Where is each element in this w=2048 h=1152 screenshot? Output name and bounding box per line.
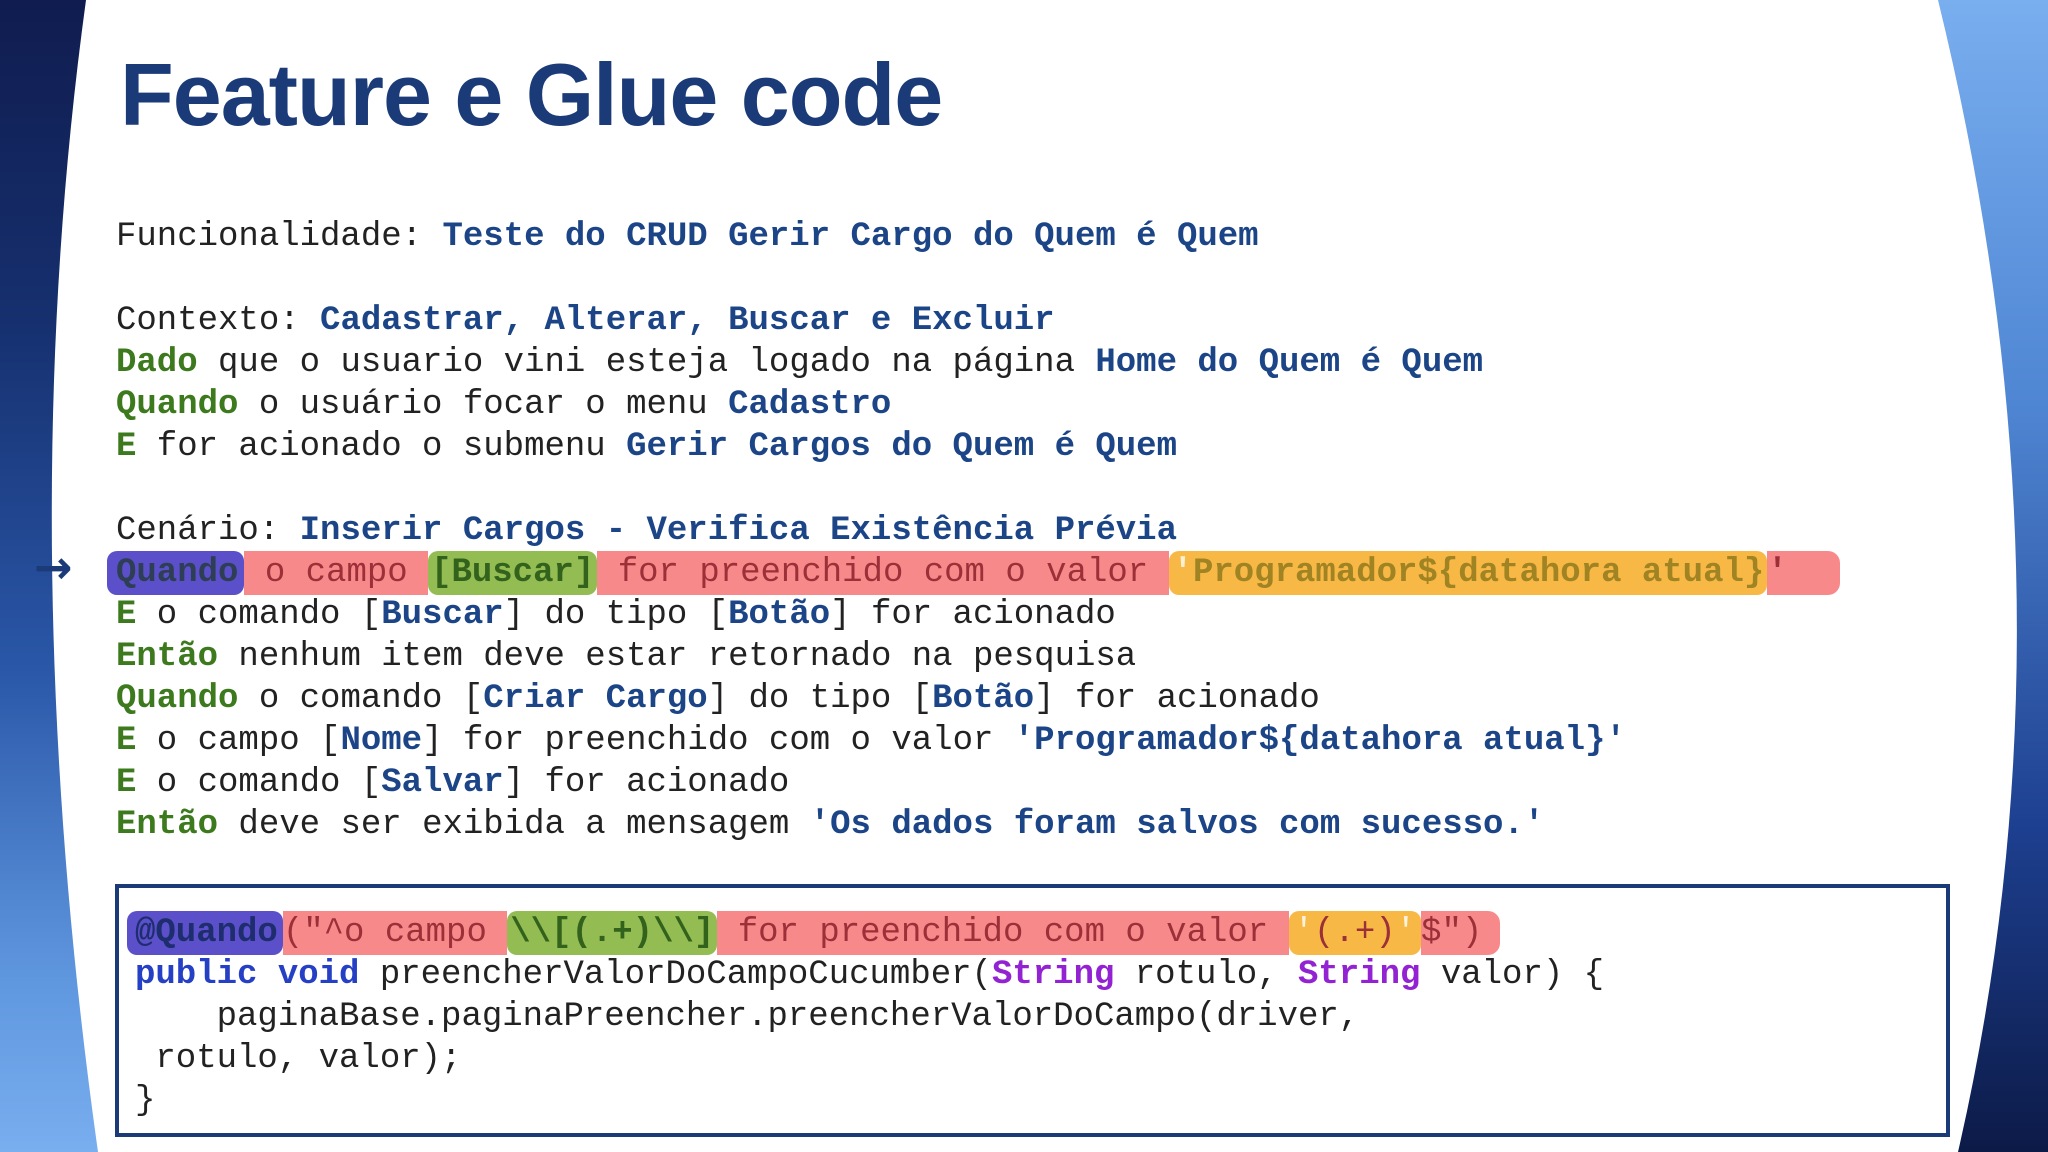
text-segment: o usuário focar o menu (238, 386, 729, 424)
feature-line: E o comando [Salvar] for acionado (116, 762, 1840, 804)
highlight-segment: for preenchido com o valor (717, 911, 1289, 955)
highlight-segment: o campo (244, 551, 429, 595)
highlight-segment: ' (1395, 911, 1422, 955)
text-segment: rotulo, (1114, 956, 1299, 994)
text-segment: Então (116, 638, 219, 676)
highlight-segment: ' (1288, 911, 1315, 955)
highlight-segment: (.+) (1314, 911, 1396, 955)
text-segment: E (116, 722, 137, 760)
text-segment: for acionado o submenu (136, 428, 627, 466)
text-segment: deve ser exibida a mensagem (218, 806, 810, 844)
gherkin-feature-text: Funcionalidade: Teste do CRUD Gerir Carg… (34, 216, 1840, 846)
text-segment: Gerir Cargos do Quem é Quem (626, 428, 1177, 466)
highlight-segment: for preenchido com o valor (597, 551, 1169, 595)
feature-line: Cenário: Inserir Cargos - Verifica Exist… (116, 510, 1840, 552)
text-segment: Cadastro (728, 386, 892, 424)
text-segment: o comando [ (136, 596, 382, 634)
text-segment: valor) { (1420, 956, 1605, 994)
text-segment: o comando [ (136, 764, 382, 802)
page-title: Feature e Glue code (120, 45, 943, 144)
feature-line: →Quando o campo [Buscar] for preenchido … (34, 544, 1840, 595)
text-segment: ] do tipo [ (503, 596, 729, 634)
code-line: rotulo, valor); (135, 1038, 1946, 1080)
feature-line: Dado que o usuario vini esteja logado na… (116, 342, 1840, 384)
text-segment: o comando [ (238, 680, 484, 718)
text-segment: Buscar (381, 596, 504, 634)
text-segment: que o usuario vini esteja logado na pági… (197, 344, 1096, 382)
highlight-segment: [Buscar] (428, 551, 598, 595)
code-line: } (135, 1080, 1946, 1122)
feature-line: Quando o comando [Criar Cargo] do tipo [… (116, 678, 1840, 720)
highlight-segment: ' (1168, 551, 1193, 595)
text-segment: Botão (932, 680, 1035, 718)
text-segment: Botão (728, 596, 831, 634)
text-segment: ] do tipo [ (707, 680, 933, 718)
feature-line: E o comando [Buscar] do tipo [Botão] for… (116, 594, 1840, 636)
arrow-icon: → (34, 540, 73, 594)
highlight-segment: ' (1767, 551, 1840, 595)
highlight-segment: Programador${datahora atual} (1193, 551, 1768, 595)
text-segment: Salvar (381, 764, 504, 802)
text-segment: E (116, 764, 137, 802)
text-segment: paginaBase.paginaPreencher.preencherValo… (135, 998, 1360, 1036)
feature-line: Então nenhum item deve estar retornado n… (116, 636, 1840, 678)
text-segment: Teste do CRUD Gerir Cargo do Quem é Quem (442, 218, 1259, 256)
feature-line: Contexto: Cadastrar, Alterar, Buscar e E… (116, 300, 1840, 342)
code-line: paginaBase.paginaPreencher.preencherValo… (135, 996, 1946, 1038)
feature-line: E for acionado o submenu Gerir Cargos do… (116, 426, 1840, 468)
text-segment: Então (116, 806, 219, 844)
glue-code-box: @Quando("^o campo \\[(.+)\\] for preench… (115, 884, 1950, 1137)
text-segment: preencherValorDoCampoCucumber( (359, 956, 992, 994)
highlight-segment: ("^o campo (282, 911, 508, 955)
text-segment: nenhum item deve estar retornado na pesq… (218, 638, 1137, 676)
feature-line: Funcionalidade: Teste do CRUD Gerir Carg… (116, 216, 1840, 258)
text-segment: o campo [ (136, 722, 341, 760)
highlight-segment: \\[(.+)\\] (507, 911, 718, 955)
text-segment: Home do Quem é Quem (1095, 344, 1484, 382)
text-segment: 'Os dados foram salvos com sucesso.' (809, 806, 1545, 844)
text-segment: String (1298, 956, 1421, 994)
text-segment: Cadastrar, Alterar, Buscar e Excluir (320, 302, 1055, 340)
text-segment: E (116, 596, 137, 634)
feature-line: Quando o usuário focar o menu Cadastro (116, 384, 1840, 426)
text-segment: ] for acionado (503, 764, 790, 802)
text-segment: rotulo, valor); (135, 1040, 462, 1078)
code-line: @Quando("^o campo \\[(.+)\\] for preench… (127, 911, 1946, 955)
feature-line: E o campo [Nome] for preenchido com o va… (116, 720, 1840, 762)
text-segment: Funcionalidade: (116, 218, 443, 256)
feature-line: Então deve ser exibida a mensagem 'Os da… (116, 804, 1840, 846)
text-segment: Contexto: (116, 302, 321, 340)
code-line: public void preencherValorDoCampoCucumbe… (135, 954, 1946, 996)
feature-line (116, 468, 1840, 510)
text-segment: ] for preenchido com o valor (422, 722, 1014, 760)
text-segment: Quando (116, 386, 239, 424)
text-segment: public void (135, 956, 360, 994)
text-segment: } (135, 1082, 156, 1120)
text-segment: Cenário: (116, 512, 300, 550)
text-segment: E (116, 428, 137, 466)
highlight-segment: Quando (107, 551, 245, 595)
highlight-segment: $") (1421, 911, 1501, 955)
text-segment: Quando (116, 680, 239, 718)
text-segment: ] for acionado (1034, 680, 1320, 718)
feature-line (116, 258, 1840, 300)
text-segment: 'Programador${datahora atual}' (1013, 722, 1626, 760)
highlight-segment: @Quando (127, 911, 283, 955)
text-segment: String (991, 956, 1115, 994)
text-segment: Dado (116, 344, 198, 382)
text-segment: Inserir Cargos - Verifica Existência Pré… (299, 512, 1177, 550)
text-segment: Nome (340, 722, 423, 760)
text-segment: ] for acionado (830, 596, 1116, 634)
text-segment: Criar Cargo (483, 680, 708, 718)
